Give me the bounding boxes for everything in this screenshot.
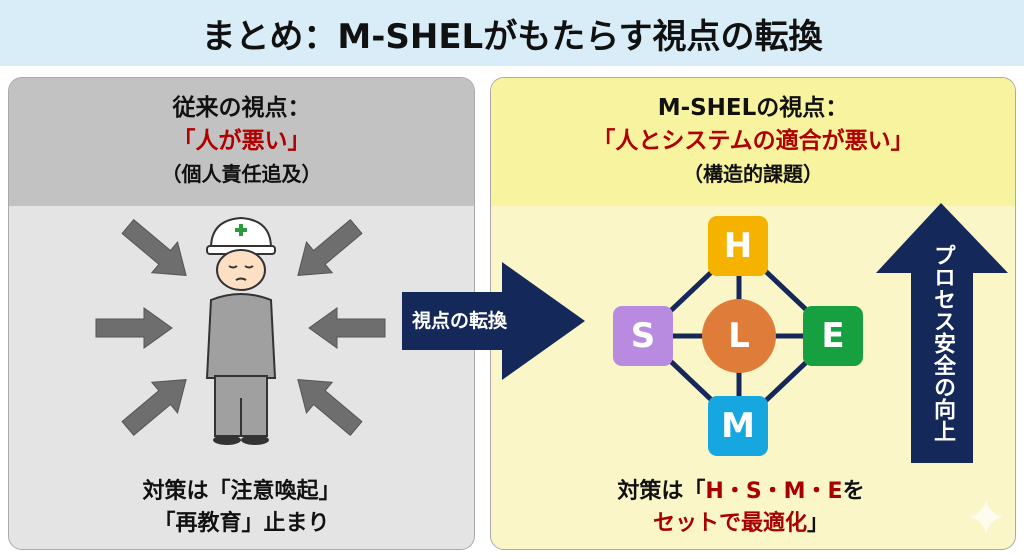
text-red: H・S・M・E: [705, 479, 843, 504]
node-s-software: S: [613, 306, 673, 366]
traditional-quote: 「人が悪い」: [172, 128, 311, 154]
perspective-shift-arrow: [402, 262, 585, 380]
mshel-sub: （構造的課題）: [683, 162, 823, 186]
node-l-liveware: L: [702, 299, 776, 373]
traditional-view-header: 従来の視点： 「人が悪い」 （個人責任追及）: [9, 78, 474, 206]
text-red: セットで最適化: [652, 511, 807, 536]
process-safety-up-arrow: [876, 203, 1008, 463]
text: 」: [807, 511, 830, 536]
arrow-icon: [95, 307, 173, 349]
worker-icon: [205, 216, 277, 445]
mshel-heading: M-SHELの視点：: [657, 95, 849, 121]
node-m-management: M: [708, 396, 768, 456]
text: を: [842, 479, 865, 504]
text: 対策は「: [617, 479, 706, 504]
traditional-view-panel: 従来の視点： 「人が悪い」 （個人責任追及） 対策は「注意喚起」 「再教育」止ま…: [8, 77, 475, 550]
mshel-countermeasure-line2: セットで最適化」: [491, 508, 991, 540]
traditional-heading: 従来の視点：: [172, 95, 311, 121]
traditional-sub: （個人責任追及）: [161, 162, 322, 186]
page-title: まとめ：M-SHELがもたらす視点の転換: [0, 0, 1024, 66]
mshel-quote: 「人とシステムの適合が悪い」: [592, 128, 914, 154]
mshel-view-header: M-SHELの視点： 「人とシステムの適合が悪い」 （構造的課題）: [491, 78, 1015, 206]
arrow-icon: [121, 379, 187, 437]
sparkle-icon: [969, 500, 1003, 534]
node-e-environment: E: [803, 306, 863, 366]
arrow-icon: [297, 379, 363, 437]
perspective-shift-label: 視点の転換: [412, 310, 508, 332]
traditional-countermeasure-line2: 「再教育」止まり: [153, 511, 330, 536]
arrow-icon: [121, 218, 187, 276]
traditional-countermeasure-line1: 対策は「注意喚起」: [142, 479, 341, 504]
mshel-countermeasure-line1: 対策は「H・S・M・Eを: [491, 476, 991, 508]
node-h-hardware: H: [708, 216, 768, 276]
arrow-icon: [308, 307, 386, 349]
blame-arrows-illustration: [95, 216, 386, 445]
arrow-icon: [297, 218, 363, 276]
mshel-view-panel: M-SHELの視点： 「人とシステムの適合が悪い」 （構造的課題） H S L …: [490, 77, 1016, 550]
process-safety-label: プロセス安全の向上: [930, 244, 955, 442]
